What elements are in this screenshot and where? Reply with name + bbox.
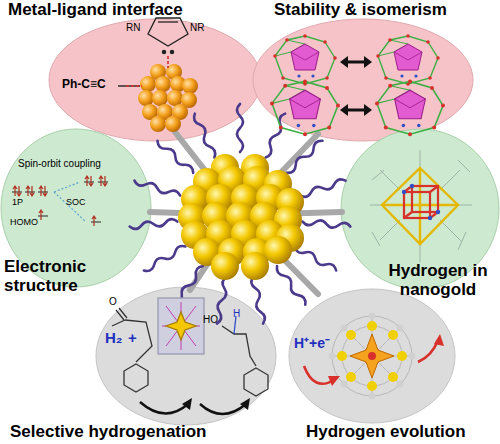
topic-heading: Hydrogen in nanogold xyxy=(376,262,500,299)
diagram-label: H₂ xyxy=(105,330,123,347)
gold-nanocluster xyxy=(178,154,304,280)
ellipse-outline xyxy=(288,288,456,424)
ellipse-outline xyxy=(252,18,474,142)
topic-heading: Selective hydrogenation xyxy=(10,423,207,442)
diagram-label: H xyxy=(233,308,240,319)
spoke-lines xyxy=(150,132,342,294)
topic-ellipse: Hydrogen evolutionH⁺+e⁻ xyxy=(288,288,456,424)
ellipse-outline xyxy=(95,286,277,426)
topic-heading: Stability & isomerism xyxy=(274,1,447,20)
diagram-label: HO xyxy=(203,314,218,325)
ellipse-fill xyxy=(253,19,473,141)
diagram-label: SOC xyxy=(66,198,86,208)
diagram-label: Spin-orbit coupling xyxy=(18,158,101,169)
diagram-label: NR xyxy=(190,22,204,33)
diagram-label: Ph-C≡C xyxy=(62,78,106,91)
topic-ellipse: Hydrogen in nanogold xyxy=(340,128,500,290)
diagram-label: O xyxy=(109,296,117,307)
topic-ellipse: Stability & isomerism xyxy=(252,18,474,142)
topic-ellipse: Selective hydrogenationH₂+OHOH xyxy=(95,286,277,426)
diagram-label: + xyxy=(128,330,137,347)
diagram-label: HOMO xyxy=(10,218,38,228)
diagram-label: H⁺+e⁻ xyxy=(294,336,330,351)
ellipse-fill xyxy=(96,287,276,425)
topic-ellipse: Metal-ligand interfaceRNNRPh-C≡C xyxy=(48,18,262,142)
topic-heading: Electronic structure xyxy=(4,258,116,295)
diagram-label: 1P xyxy=(12,198,23,208)
diagram-label: RN xyxy=(126,22,140,33)
topic-ellipse: Electronic structureSpin-orbit coupling1… xyxy=(0,128,152,288)
ellipse-fill xyxy=(49,19,261,141)
ellipse-fill xyxy=(289,289,455,423)
topic-heading: Hydrogen evolution xyxy=(306,423,466,442)
topic-heading: Metal-ligand interface xyxy=(8,1,183,20)
